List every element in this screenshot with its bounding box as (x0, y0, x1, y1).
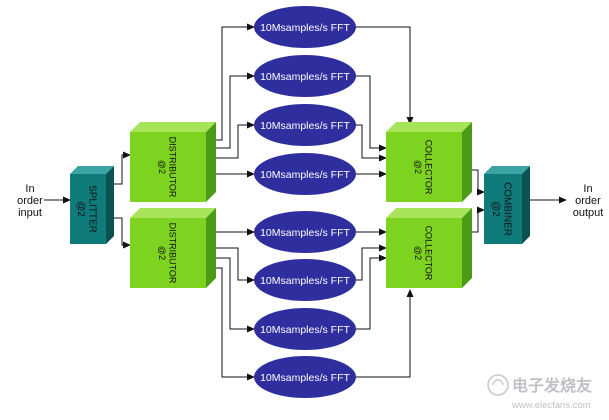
collector-block-2-front-face (386, 218, 462, 288)
fft-label: 10Msamples/s FFT (260, 169, 350, 181)
splitter-to-distributor-2 (112, 217, 131, 249)
fft-block-7: 10Msamples/s FFT (254, 308, 356, 350)
collector-block-1-top-face (386, 122, 472, 132)
fft-ellipse (254, 55, 356, 97)
distributor-block-2-label: DISTRIBUTOR@2 (157, 223, 177, 284)
dist2-to-fft7 (214, 257, 255, 333)
splitter-block-rate: @2 (75, 201, 86, 217)
fft-label: 10Msamples/s FFT (260, 71, 350, 83)
collector-block-1-label: COLLECTOR@2 (413, 140, 433, 195)
collector-block-2: COLLECTOR@2 (386, 208, 472, 288)
combiner-block-top-face (484, 166, 530, 174)
distributor-block-2-rate: @2 (157, 246, 167, 260)
fft-label: 10Msamples/s FFT (260, 22, 350, 34)
fft-ellipse (254, 6, 356, 48)
fft1-to-coll1 (356, 26, 414, 125)
distributor-block-1-side-face (206, 122, 216, 202)
coll2-to-combiner (470, 206, 485, 233)
collector-block-2-name: COLLECTOR (423, 226, 433, 281)
combiner-block-rate: @2 (490, 201, 501, 217)
watermark-url: www.elecfans.com (511, 400, 591, 411)
fft-ellipse (254, 308, 356, 350)
combiner-block-name: COMBINER (502, 182, 513, 236)
fft-block-3: 10Msamples/s FFT (254, 104, 356, 146)
fft-block-1: 10Msamples/s FFT (254, 6, 356, 48)
watermark-brand: 电子发烧友 (512, 376, 593, 395)
watermark: 电子发烧友 www.elecfans.com (487, 374, 593, 411)
collector-block-2-side-face (462, 208, 472, 288)
distributor-block-2-top-face (130, 208, 216, 218)
input-label-line-2: order (17, 195, 43, 207)
collector-block-2-rate: @2 (413, 246, 423, 260)
output-label-line-3: output (573, 207, 604, 219)
collector-block-1-rate: @2 (413, 160, 423, 174)
collector-block-2-label: COLLECTOR@2 (413, 226, 433, 281)
splitter-block-name: SPLITTER (87, 185, 98, 233)
connector-lines (44, 23, 567, 381)
collector-block-1-side-face (462, 122, 472, 202)
input-label-line-1: In (25, 183, 34, 195)
splitter-block-top-face (70, 166, 114, 174)
splitter-block: SPLITTER@2 (70, 166, 114, 244)
fft-ellipse (254, 104, 356, 146)
collector-block-2-top-face (386, 208, 472, 218)
splitter-to-distributor-1 (112, 151, 131, 185)
output-label-line-2: order (575, 195, 601, 207)
input-label-line-3: input (18, 207, 42, 219)
fft-block-8: 10Msamples/s FFT (254, 356, 356, 398)
collector-block-1: COLLECTOR@2 (386, 122, 472, 202)
splitter-block-side-face (106, 166, 114, 244)
combiner-block: COMBINER@2 (484, 166, 530, 244)
fft-label: 10Msamples/s FFT (260, 324, 350, 336)
collector-block-1-name: COLLECTOR (423, 140, 433, 195)
distributor-block-1-rate: @2 (157, 160, 167, 174)
fft-ellipse (254, 211, 356, 253)
fft3-to-coll1 (356, 124, 387, 162)
fft-ellipse (254, 259, 356, 301)
dist2-to-fft6 (214, 247, 255, 284)
fft8-to-coll2 (356, 289, 414, 378)
distributor-block-1-label: DISTRIBUTOR@2 (157, 137, 177, 198)
fft-ellipse (254, 356, 356, 398)
distributor-block-1-front-face (130, 132, 206, 202)
fft2-to-coll1 (356, 75, 387, 152)
distributor-block-1-top-face (130, 122, 216, 132)
dist1-to-fft1 (214, 23, 255, 141)
fft-label: 10Msamples/s FFT (260, 227, 350, 239)
distributor-block-1-name: DISTRIBUTOR (167, 137, 177, 198)
dist1-to-fft3 (214, 121, 255, 159)
watermark-logo-icon (487, 374, 509, 396)
coll1-to-combiner (470, 169, 485, 196)
distributor-block-2-side-face (206, 208, 216, 288)
output-label-line-1: In (583, 183, 592, 195)
fft-block-6: 10Msamples/s FFT (254, 259, 356, 301)
fft-label: 10Msamples/s FFT (260, 120, 350, 132)
fft7-to-coll2 (356, 254, 387, 330)
dist2-to-fft8 (214, 267, 255, 381)
splitter-block-front-face (70, 174, 106, 244)
fft-block-5: 10Msamples/s FFT (254, 211, 356, 253)
distributor-block-2-front-face (130, 218, 206, 288)
fft-block-2: 10Msamples/s FFT (254, 55, 356, 97)
fft-block-4: 10Msamples/s FFT (254, 153, 356, 195)
distributor-block-2-name: DISTRIBUTOR (167, 223, 177, 284)
distributor-block-1: DISTRIBUTOR@2 (130, 122, 216, 202)
combiner-block-label: COMBINER@2 (490, 182, 513, 236)
fft-label: 10Msamples/s FFT (260, 275, 350, 287)
fft6-to-coll2 (356, 244, 387, 281)
combiner-block-front-face (484, 174, 522, 244)
combiner-block-side-face (522, 166, 530, 244)
fft-ellipse (254, 153, 356, 195)
fft-label: 10Msamples/s FFT (260, 372, 350, 384)
collector-block-1-front-face (386, 132, 462, 202)
dist1-to-fft2 (214, 72, 255, 149)
splitter-block-label: SPLITTER@2 (75, 185, 98, 233)
distributor-block-2: DISTRIBUTOR@2 (130, 208, 216, 288)
